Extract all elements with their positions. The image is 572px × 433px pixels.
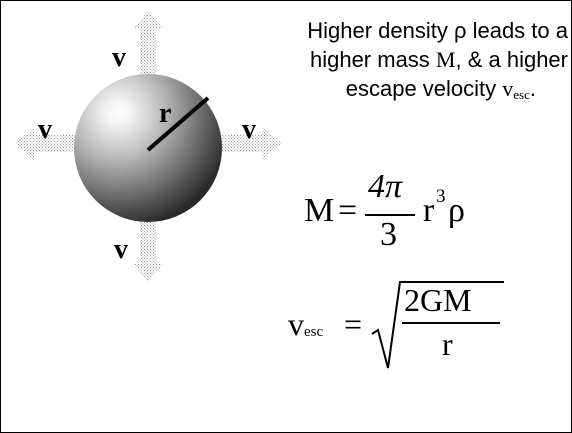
escape-velocity-subscript: esc	[513, 87, 530, 102]
caption-line-2-a: higher mass	[309, 47, 436, 72]
velocity-label-left: v	[38, 114, 52, 145]
caption-line-3: escape velocity vesc.	[206, 74, 568, 109]
velocity-label-right: v	[242, 114, 256, 145]
mass-formula-exponent: 3	[436, 186, 446, 207]
mass-formula-lhs: M	[304, 192, 335, 229]
arrow-left	[16, 127, 90, 160]
escape-formula-fraction-bar	[402, 322, 500, 324]
mass-formula-rho: ρ	[448, 192, 465, 229]
mass-formula-fraction-bar	[365, 214, 415, 216]
caption-line-3-a: escape velocity	[345, 76, 503, 101]
escape-formula-denominator: r	[442, 326, 453, 362]
arrow-up	[133, 12, 163, 90]
escape-formula-v: v	[288, 306, 304, 342]
radius-label: r	[159, 98, 171, 129]
caption: Higher density ρ leads to a higher mass …	[206, 16, 568, 109]
escape-formula-subscript: esc	[304, 324, 324, 340]
escape-velocity-symbol: v	[502, 76, 514, 101]
escape-formula-numerator: 2GM	[404, 282, 472, 318]
radius-line	[146, 96, 210, 152]
caption-line-2-b: , & a higher	[455, 47, 568, 72]
mass-symbol: M	[435, 47, 456, 72]
caption-line-1: Higher density ρ leads to a	[307, 18, 568, 43]
sphere-diagram: v v v v r	[16, 12, 282, 282]
mass-formula-denominator: 3	[380, 216, 397, 253]
mass-formula-numerator: 4π	[368, 168, 403, 205]
arrow-right	[208, 127, 282, 160]
velocity-label-top: v	[112, 42, 126, 73]
velocity-label-bottom: v	[114, 234, 128, 265]
caption-line-3-end: .	[529, 76, 536, 101]
mass-formula-equals: =	[338, 192, 358, 229]
square-root-sign	[371, 281, 504, 369]
caption-line-2: higher mass M, & a higher	[206, 45, 568, 74]
mass-formula-r: r	[423, 192, 435, 229]
escape-formula-equals: =	[344, 306, 363, 342]
